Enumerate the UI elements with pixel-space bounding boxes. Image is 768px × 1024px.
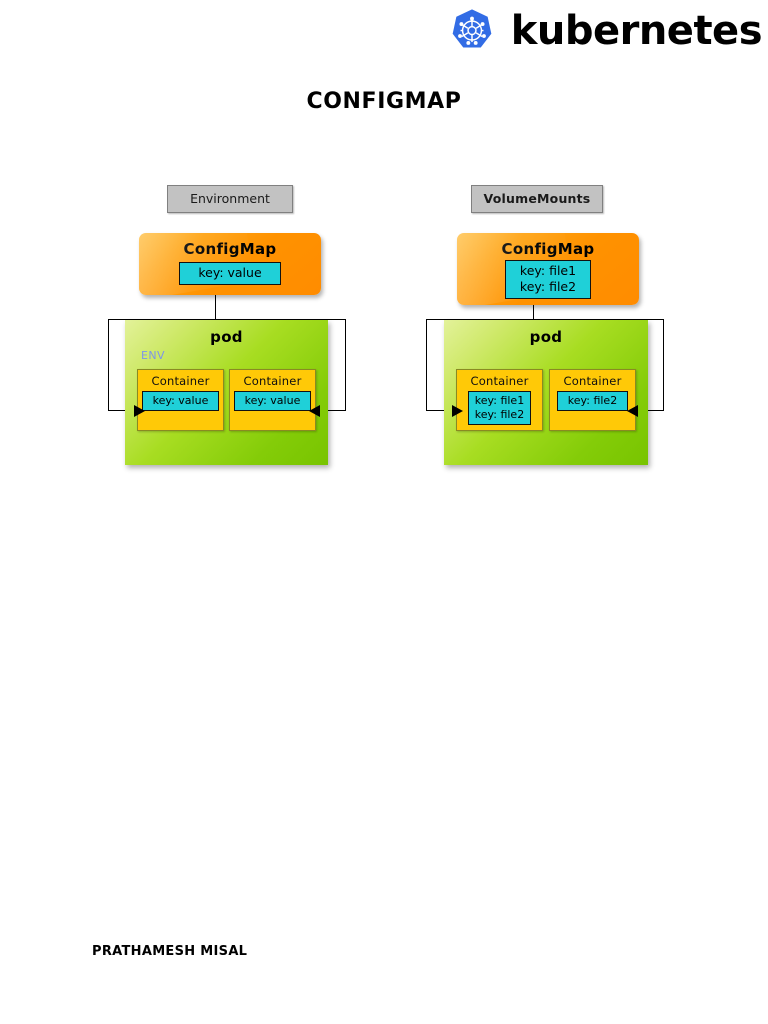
caption-chip-environment: Environment [167, 185, 293, 213]
container-box: Container key: file2 [549, 369, 636, 431]
arrow-into-right-container [627, 405, 638, 417]
kubernetes-helm-wheel-icon [452, 9, 492, 48]
configmap-key-line: key: file2 [519, 279, 577, 294]
container-key-chip: key: value [233, 391, 312, 411]
container-key-chip: key: file2 [556, 391, 629, 411]
pod-box-volumemounts: pod Container key: file1 key: file2 Cont… [444, 320, 648, 465]
configmap-title: ConfigMap [183, 240, 277, 258]
container-title: Container [470, 374, 529, 388]
container-key-line: key: value [152, 394, 209, 407]
connector-right-drop [663, 319, 665, 411]
container-row: Container key: file1 key: file2 Containe… [456, 369, 636, 431]
connector-right-inlet [637, 410, 664, 412]
arrow-into-left-container [452, 405, 463, 417]
container-key-line: key: file2 [567, 394, 618, 407]
container-key-chip: key: value [141, 391, 220, 411]
arrow-into-left-container [134, 405, 145, 417]
container-key-line: key: file1 [474, 394, 525, 407]
configmap-key-chip: key: file1 key: file2 [504, 260, 592, 299]
container-title: Container [151, 374, 210, 388]
author-byline: PRATHAMESH MISAL [92, 944, 248, 959]
configmap-key-line: key: value [198, 265, 262, 280]
container-box: Container key: file1 key: file2 [456, 369, 543, 431]
pod-box-environment: pod ENV Container key: value Container k… [125, 320, 328, 465]
container-key-line: key: file2 [474, 408, 525, 421]
kubernetes-brand-header: kubernetes [449, 8, 763, 54]
env-label: ENV [141, 349, 165, 362]
connector-stem [215, 295, 217, 320]
panel-volumemounts: VolumeMounts ConfigMap key: file1 key: f… [418, 185, 680, 475]
pod-title: pod [529, 328, 563, 346]
panel-environment: Environment ConfigMap key: value pod ENV… [100, 185, 360, 475]
configmap-title: ConfigMap [501, 240, 595, 258]
container-box: Container key: value [137, 369, 224, 431]
caption-chip-volumemounts: VolumeMounts [471, 185, 603, 213]
connector-right-drop [345, 319, 347, 411]
container-key-chip: key: file1 key: file2 [467, 391, 532, 425]
connector-left-drop [108, 319, 110, 411]
pod-title: pod [210, 328, 243, 346]
connector-left-inlet [108, 410, 136, 412]
configmap-box-environment: ConfigMap key: value [139, 233, 321, 295]
page-title: CONFIGMAP [306, 89, 462, 114]
connector-stem [533, 305, 535, 320]
connector-left-inlet [426, 410, 454, 412]
connector-right-inlet [319, 410, 346, 412]
connector-bridge [426, 319, 664, 321]
configmap-key-chip: key: value [179, 262, 281, 285]
container-key-line: key: value [244, 394, 301, 407]
container-box: Container key: value [229, 369, 316, 431]
connector-bridge [108, 319, 346, 321]
configmap-key-line: key: file1 [519, 263, 577, 278]
configmap-box-volumemounts: ConfigMap key: file1 key: file2 [457, 233, 639, 305]
container-title: Container [243, 374, 302, 388]
container-title: Container [563, 374, 622, 388]
arrow-into-right-container [309, 405, 320, 417]
container-row: Container key: value Container key: valu… [137, 369, 316, 431]
connector-left-drop [426, 319, 428, 411]
kubernetes-wordmark: kubernetes [510, 8, 763, 54]
